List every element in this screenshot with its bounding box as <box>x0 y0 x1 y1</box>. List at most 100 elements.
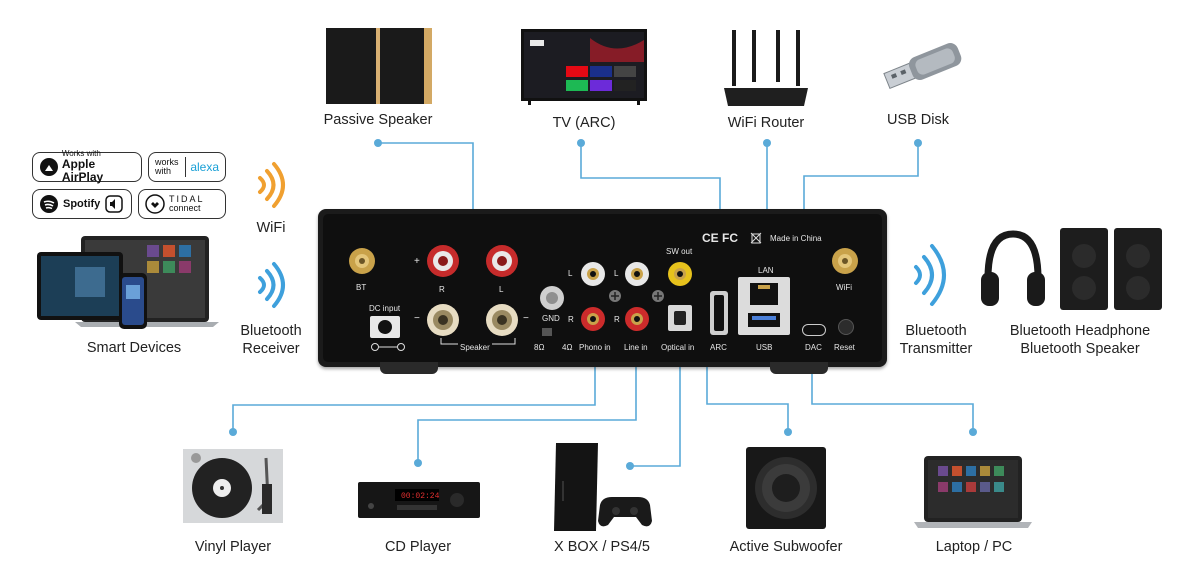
wire-dot-router <box>763 139 771 147</box>
headphone-line1: Bluetooth Headphone <box>1009 323 1151 339</box>
speaker-terminal-l-plus <box>486 245 518 277</box>
passive-speaker-icon <box>326 28 432 104</box>
phono-in-l-jack <box>581 262 605 286</box>
spotify-badge: Spotify <box>32 189 132 219</box>
wire-dot-vinyl <box>229 428 237 436</box>
laptop-pc-icon <box>914 456 1032 528</box>
optical-in-port <box>668 305 692 331</box>
line-l-label: L <box>614 269 619 278</box>
headphone-icon <box>981 230 1045 306</box>
speaker-terminal-l-minus <box>486 304 518 336</box>
dac-usbc-port <box>802 324 826 336</box>
dc-input-label: DC input <box>369 304 401 313</box>
wire-dot-laptop <box>969 428 977 436</box>
wifi-router-icon <box>724 30 808 106</box>
dac-label: DAC <box>805 343 822 352</box>
amp-foot-right <box>770 362 828 374</box>
usb-disk-label: USB Disk <box>886 112 950 128</box>
made-in-label: Made in China <box>770 234 822 243</box>
wire-dot-passive-speaker <box>374 139 382 147</box>
bluetooth-transmitter-wave-icon <box>914 244 946 306</box>
speaker-r-label: R <box>439 285 445 294</box>
bluetooth-receiver-line2: Receiver <box>242 341 300 357</box>
bluetooth-speaker-icon <box>1060 228 1162 310</box>
smart-devices-icon <box>37 236 219 329</box>
alexa-small-text: works with <box>155 156 179 176</box>
wire-vinyl <box>232 337 596 432</box>
wire-cd <box>417 337 637 463</box>
line-in-r-jack <box>625 307 649 331</box>
vinyl-player-label: Vinyl Player <box>194 539 272 555</box>
spotify-text: Spotify <box>63 198 101 210</box>
lan-usb-block <box>738 277 790 335</box>
dc-polarity-icon <box>371 343 405 351</box>
ohm4-label: 4Ω <box>562 343 573 352</box>
line-in-label: Line in <box>624 343 648 352</box>
wire-dot-tv <box>577 139 585 147</box>
usb-disk-icon <box>883 43 962 90</box>
active-subwoofer-label: Active Subwoofer <box>729 539 843 555</box>
impedance-switch[interactable] <box>542 328 552 336</box>
wire-dot-cd <box>414 459 422 467</box>
laptop-pc-label: Laptop / PC <box>935 539 1013 555</box>
passive-speaker-label: Passive Speaker <box>323 112 433 128</box>
headphone-speaker-label: Bluetooth Headphone Bluetooth Speaker <box>995 322 1165 358</box>
bt-label: BT <box>356 283 367 292</box>
line-r-label: R <box>614 315 620 324</box>
alexa-badge: works with alexa <box>148 152 226 182</box>
ce-fc-mark: CE FC <box>702 231 738 245</box>
spotify-icon <box>40 195 58 213</box>
hdmi-arc-port <box>710 291 728 335</box>
sw-out-jack <box>668 262 692 286</box>
usb-port <box>748 313 780 327</box>
wifi-router-label: WiFi Router <box>727 115 805 131</box>
bluetooth-transmitter-line1: Bluetooth <box>905 323 967 339</box>
optical-in-label: Optical in <box>661 343 695 352</box>
phono-r-label: R <box>568 315 574 324</box>
gnd-terminal <box>540 286 564 310</box>
amp-foot-left <box>380 362 438 374</box>
lan-label: LAN <box>758 266 774 275</box>
headphone-line2: Bluetooth Speaker <box>1020 341 1140 357</box>
bluetooth-receiver-wave-icon <box>258 262 285 308</box>
lan-port <box>750 283 778 305</box>
wifi-panel-label: WiFi <box>836 283 852 292</box>
alexa-big-text: alexa <box>190 160 219 174</box>
sw-out-label: SW out <box>666 247 693 256</box>
speaker-minus-label-2: − <box>523 313 529 324</box>
reset-label: Reset <box>834 343 855 352</box>
speaker-label: Speaker <box>458 343 492 352</box>
cd-display-text: 00:02:24 <box>401 492 440 501</box>
arc-label: ARC <box>710 343 727 352</box>
weee-bin-icon <box>750 232 762 244</box>
usb-label: USB <box>756 343 773 352</box>
wifi-label: WiFi <box>256 220 286 236</box>
amplifier-back-panel: BT DC input + − − R L Speaker GND 8Ω 4Ω … <box>318 209 887 367</box>
cd-player-label: CD Player <box>384 539 452 555</box>
bluetooth-transmitter-label: Bluetooth Transmitter <box>886 322 986 358</box>
wire-dot-usb <box>914 139 922 147</box>
smart-devices-label: Smart Devices <box>86 340 182 356</box>
ohm8-label: 8Ω <box>534 343 545 352</box>
vinyl-player-icon <box>183 449 283 523</box>
screw-1 <box>609 290 621 302</box>
screw-2 <box>652 290 664 302</box>
speaker-plus-label: + <box>414 256 420 267</box>
speaker-minus-label: − <box>414 313 420 324</box>
tidal-icon <box>145 194 165 214</box>
cd-player-icon: 00:02:24 <box>358 482 480 518</box>
airplay-small-text: Works with <box>61 149 101 158</box>
bt-antenna-connector <box>349 248 375 274</box>
tv-icon <box>521 29 647 105</box>
reset-button[interactable] <box>838 319 854 335</box>
phono-l-label: L <box>568 269 573 278</box>
bluetooth-receiver-line1: Bluetooth <box>240 323 302 339</box>
bluetooth-receiver-label: Bluetooth Receiver <box>226 322 316 358</box>
line-in-l-jack <box>625 262 649 286</box>
tv-arc-label: TV (ARC) <box>552 115 616 131</box>
speaker-terminal-r-plus <box>427 245 459 277</box>
tidal-top-text: TIDAL <box>169 193 205 204</box>
dc-input-jack <box>370 316 400 338</box>
